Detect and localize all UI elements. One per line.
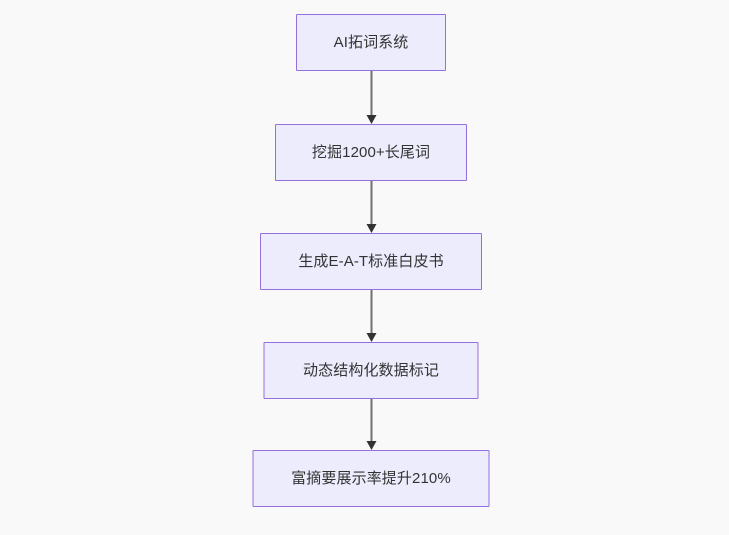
flowchart-node-label: 生成E-A-T标准白皮书 (298, 253, 444, 270)
flowchart-node-2[interactable]: 生成E-A-T标准白皮书 (260, 233, 482, 290)
flowchart-edge-3 (366, 399, 377, 450)
flowchart-node-0[interactable]: AI拓词系统 (296, 14, 446, 71)
flowchart-node-label: 挖掘1200+长尾词 (311, 144, 431, 161)
edge-line (370, 290, 372, 333)
edge-line (370, 181, 372, 224)
flowchart-edge-2 (366, 290, 377, 342)
flowchart-node-1[interactable]: 挖掘1200+长尾词 (275, 124, 467, 181)
flowchart-node-3[interactable]: 动态结构化数据标记 (263, 342, 479, 399)
arrowhead-icon (366, 224, 376, 233)
flowchart-edge-0 (366, 71, 377, 124)
flowchart-node-4[interactable]: 富摘要展示率提升210% (252, 450, 490, 507)
flowchart-edge-1 (366, 181, 377, 233)
edge-line (370, 71, 372, 115)
flowchart-node-label: AI拓词系统 (333, 34, 409, 51)
arrowhead-icon (366, 441, 376, 450)
edge-line (370, 399, 372, 441)
flowchart-node-label: 富摘要展示率提升210% (291, 470, 451, 487)
flowchart-node-label: 动态结构化数据标记 (303, 362, 439, 379)
arrowhead-icon (366, 333, 376, 342)
arrowhead-icon (366, 115, 376, 124)
